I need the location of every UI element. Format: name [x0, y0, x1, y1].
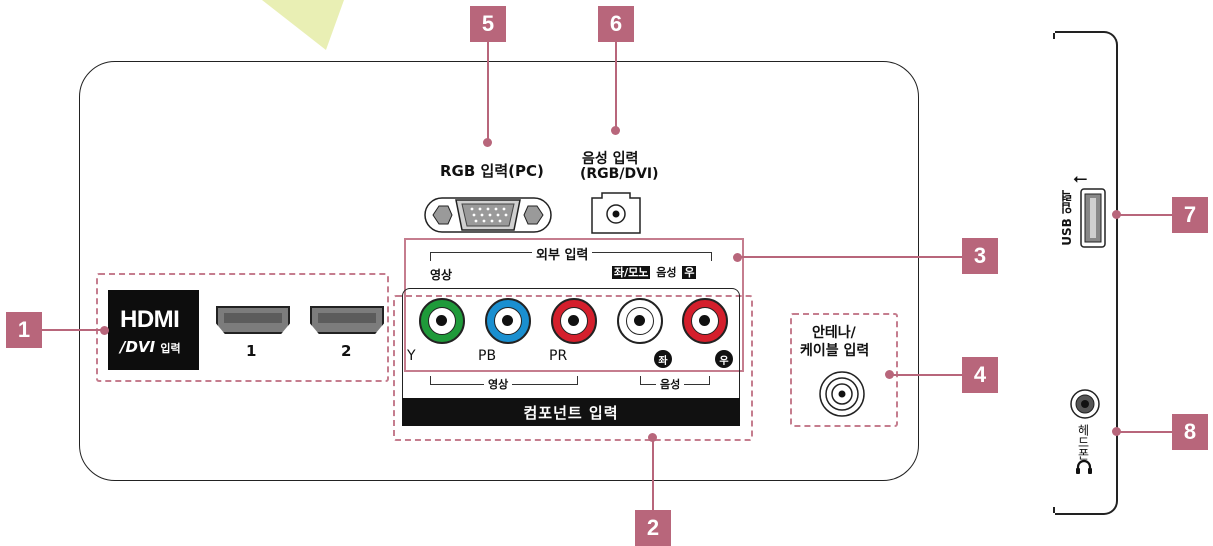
callout-4: 4: [962, 357, 998, 393]
hdmi-dvi-bold: /DVI: [120, 338, 156, 356]
rca-jack-pr: [551, 298, 597, 344]
callout-7-line: [1118, 214, 1174, 216]
antenna-dashed-outline: [790, 313, 898, 427]
usb-symbol-icon: ⭠: [1073, 168, 1088, 189]
callout-1: 1: [6, 312, 42, 348]
side-panel: [1053, 31, 1118, 515]
rca-jack-audio-right: [682, 298, 728, 344]
antenna-label-line2: 케이블 입력: [800, 343, 870, 359]
left-audio-mark: 좌: [654, 350, 672, 368]
pointer-indicator: [262, 0, 344, 50]
callout-2: 2: [635, 510, 671, 546]
antenna-label-line1: 안테나/: [812, 325, 856, 341]
headphone-jack: [1070, 389, 1100, 419]
callout-2-line: [652, 437, 654, 511]
rca-jack-y: [419, 298, 465, 344]
external-input-title-text: 외부 입력: [532, 248, 593, 263]
callout-4-dot: [885, 370, 894, 379]
right-badge: 우: [682, 266, 697, 279]
callout-7-dot: [1112, 210, 1121, 219]
right-audio-mark: 우: [715, 350, 733, 368]
jack-label-y: Y: [407, 348, 416, 364]
hdmi-dvi-label: /DVI 입력: [120, 338, 181, 356]
callout-5-dot: [483, 138, 492, 147]
audio-group-label: 음성: [656, 376, 685, 392]
audio-jack-square: [591, 192, 641, 234]
component-dashed-outline: [393, 295, 753, 441]
rgb-input-label: RGB 입력(PC): [440, 162, 544, 180]
hdmi-logo-text: HDMI: [120, 306, 180, 333]
audio-group-text: 음성: [656, 378, 685, 391]
callout-7: 7: [1172, 197, 1208, 233]
video-group-text: 영상: [484, 378, 513, 391]
left-mono-badge: 좌/모노: [612, 266, 651, 279]
jack-label-pb: PB: [478, 348, 497, 364]
rca-jack-audio-left: [617, 298, 663, 344]
callout-1-dot: [100, 326, 109, 335]
component-bracket-frame: [402, 288, 740, 400]
vga-port: [424, 197, 552, 233]
hdmi-port-2-label: 2: [341, 342, 352, 360]
callout-8-line: [1118, 431, 1174, 433]
callout-4-line: [890, 374, 962, 376]
video-group-label: 영상: [484, 376, 513, 392]
usb-input-label: USB 입력: [1060, 190, 1074, 246]
usb-port: [1080, 188, 1106, 248]
antenna-connector: [819, 371, 865, 417]
hdmi-port-2: [310, 306, 384, 334]
external-input-title: 외부 입력: [532, 244, 593, 263]
callout-6-dot: [611, 126, 620, 135]
rca-jack-pb: [485, 298, 531, 344]
hdmi-logo: HDMI /DVI 입력: [108, 290, 199, 370]
hdmi-port-1: [216, 306, 290, 334]
callout-3-dot: [733, 253, 742, 262]
callout-1-line: [42, 329, 104, 331]
hdmi-dashed-outline: [96, 273, 389, 382]
external-audio-label: 음성: [656, 266, 677, 279]
hdmi-port-1-label: 1: [246, 342, 257, 360]
headphone-icon: [1076, 459, 1092, 474]
callout-5: 5: [470, 6, 506, 42]
callout-3-line: [740, 256, 962, 258]
back-panel: [79, 61, 919, 481]
external-audio-row: 좌/모노 음성 우: [612, 264, 697, 280]
callout-3: 3: [962, 238, 998, 274]
headphone-label: 헤드폰: [1076, 424, 1090, 460]
callout-6: 6: [598, 6, 634, 42]
external-input-box: [404, 238, 744, 372]
component-title-bar: 컴포넌트 입력: [402, 398, 740, 426]
jack-label-pr: PR: [549, 348, 568, 364]
callout-6-line: [615, 42, 617, 130]
audio-input-sublabel: (RGB/DVI): [580, 166, 659, 182]
callout-5-line: [487, 42, 489, 142]
callout-8-dot: [1112, 427, 1121, 436]
external-video-label: 영상: [430, 268, 453, 282]
hdmi-dvi-normal: 입력: [160, 342, 181, 355]
component-title: 컴포넌트 입력: [523, 403, 619, 422]
audio-input-label: 음성 입력: [582, 151, 639, 167]
callout-8: 8: [1172, 414, 1208, 450]
